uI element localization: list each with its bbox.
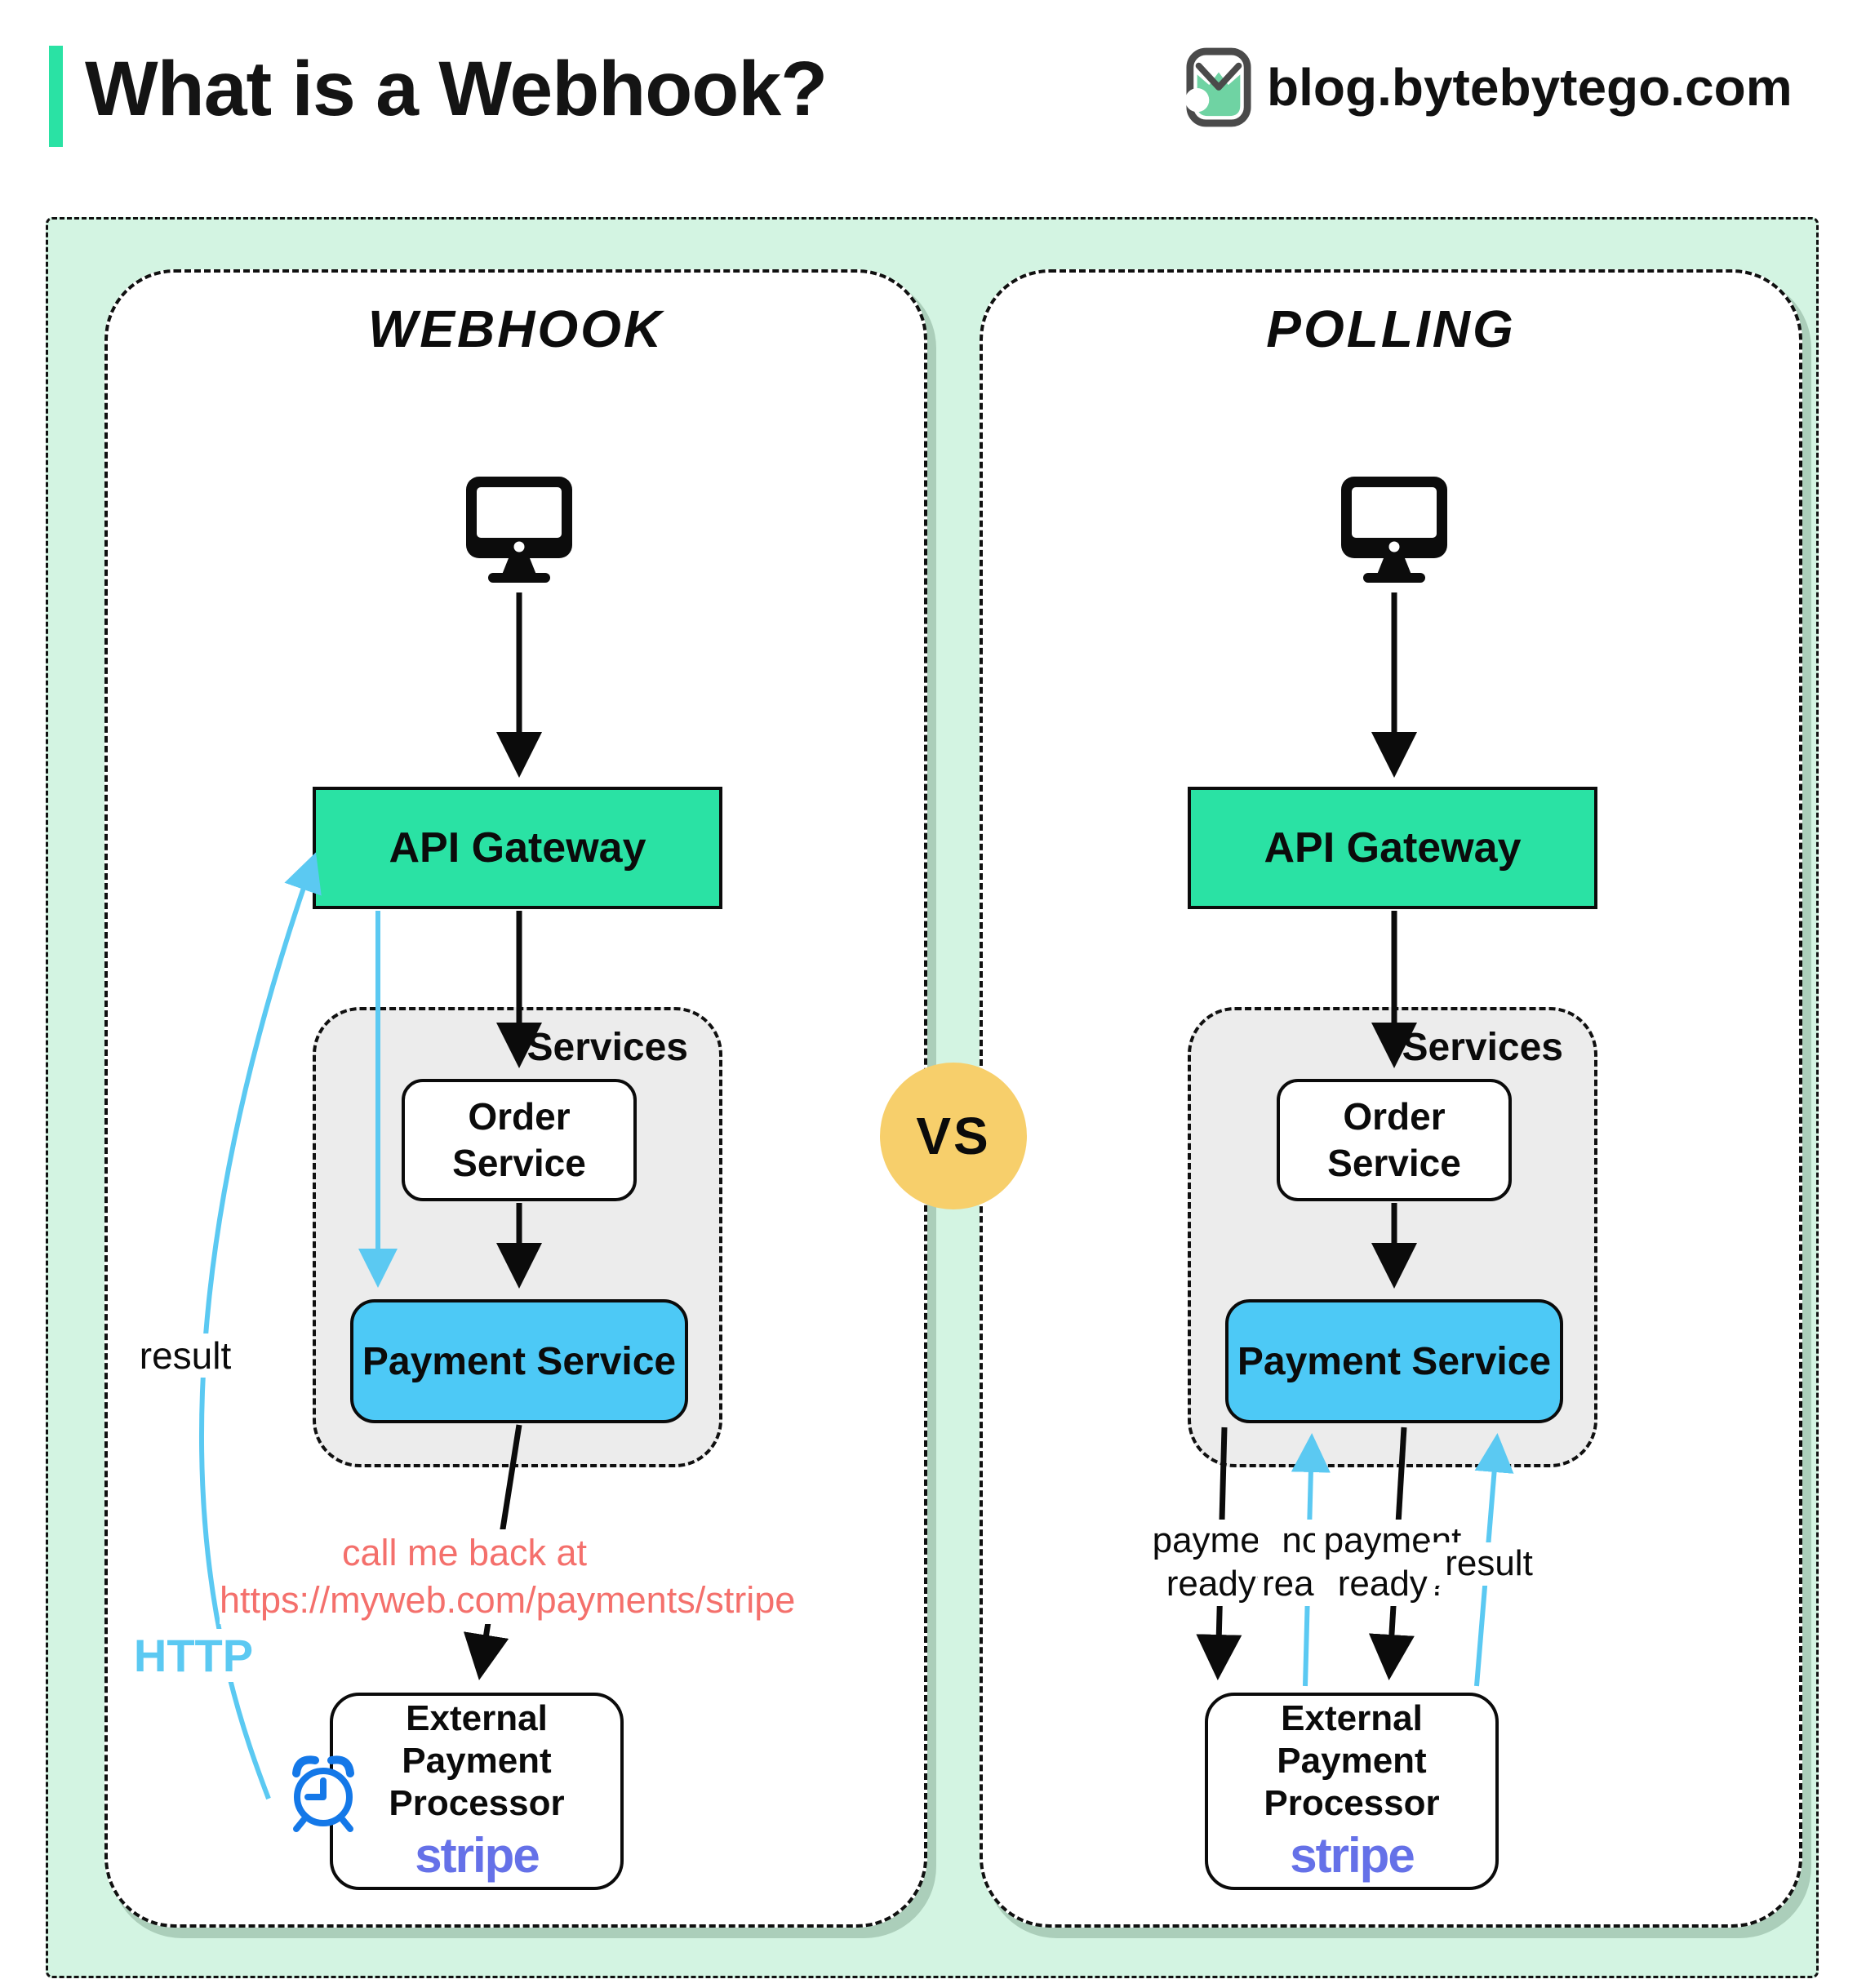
callback-note-url: https://myweb.com/payments/stripe (220, 1579, 796, 1621)
desktop-monitor-icon (1341, 477, 1447, 583)
external-label-line2: Payment Processor (1264, 1740, 1440, 1823)
alarm-clock-icon (292, 1755, 354, 1832)
brand: blog.bytebytego.com (1185, 47, 1793, 127)
panel-webhook: Webhook API Gateway Services (104, 269, 927, 1928)
vs-badge: VS (880, 1063, 1027, 1209)
order-service-label: Order Service (452, 1094, 586, 1185)
result-label: result (116, 1333, 255, 1378)
external-label-line2: Payment Processor (389, 1740, 565, 1823)
payment-service-label: Payment Service (362, 1339, 677, 1383)
external-processor-box-webhook: External Payment Processor stripe (330, 1693, 624, 1890)
arrow-label-result: result (1428, 1542, 1550, 1586)
panel-title-polling: Polling (1266, 300, 1516, 358)
http-label: HTTP (116, 1629, 271, 1682)
callback-note-line1: call me back at (341, 1532, 588, 1573)
callback-note: call me back at https://myweb.com/paymen… (220, 1529, 796, 1624)
panel-polling: Polling API Gateway Services (980, 269, 1802, 1928)
panel-title-webhook: Webhook (367, 300, 664, 358)
title-accent-bar (49, 46, 63, 147)
stripe-logo: stripe (415, 1828, 540, 1884)
external-label-line1: External (1281, 1697, 1423, 1738)
services-label: Services (1402, 1026, 1563, 1069)
brand-site-text: blog.bytebytego.com (1267, 58, 1793, 117)
payment-service-box-webhook: Payment Service (350, 1299, 688, 1423)
api-gateway-label: API Gateway (1264, 824, 1522, 872)
order-service-box-polling: Order Service (1277, 1079, 1512, 1201)
external-label-line1: External (406, 1697, 548, 1738)
payment-service-label: Payment Service (1237, 1339, 1552, 1383)
order-service-box-webhook: Order Service (402, 1079, 637, 1201)
payment-service-box-polling: Payment Service (1225, 1299, 1563, 1423)
stripe-logo: stripe (1290, 1828, 1415, 1884)
api-gateway-label: API Gateway (389, 824, 646, 872)
services-label: Services (526, 1026, 688, 1069)
api-gateway-box-polling: API Gateway (1188, 787, 1597, 909)
bytebytego-logo-icon (1185, 47, 1251, 127)
api-gateway-box-webhook: API Gateway (313, 787, 722, 909)
external-processor-box-polling: External Payment Processor stripe (1205, 1693, 1499, 1890)
order-service-label: Order Service (1327, 1094, 1461, 1185)
page-title: What is a Webhook? (85, 46, 828, 132)
desktop-monitor-icon (466, 477, 572, 583)
